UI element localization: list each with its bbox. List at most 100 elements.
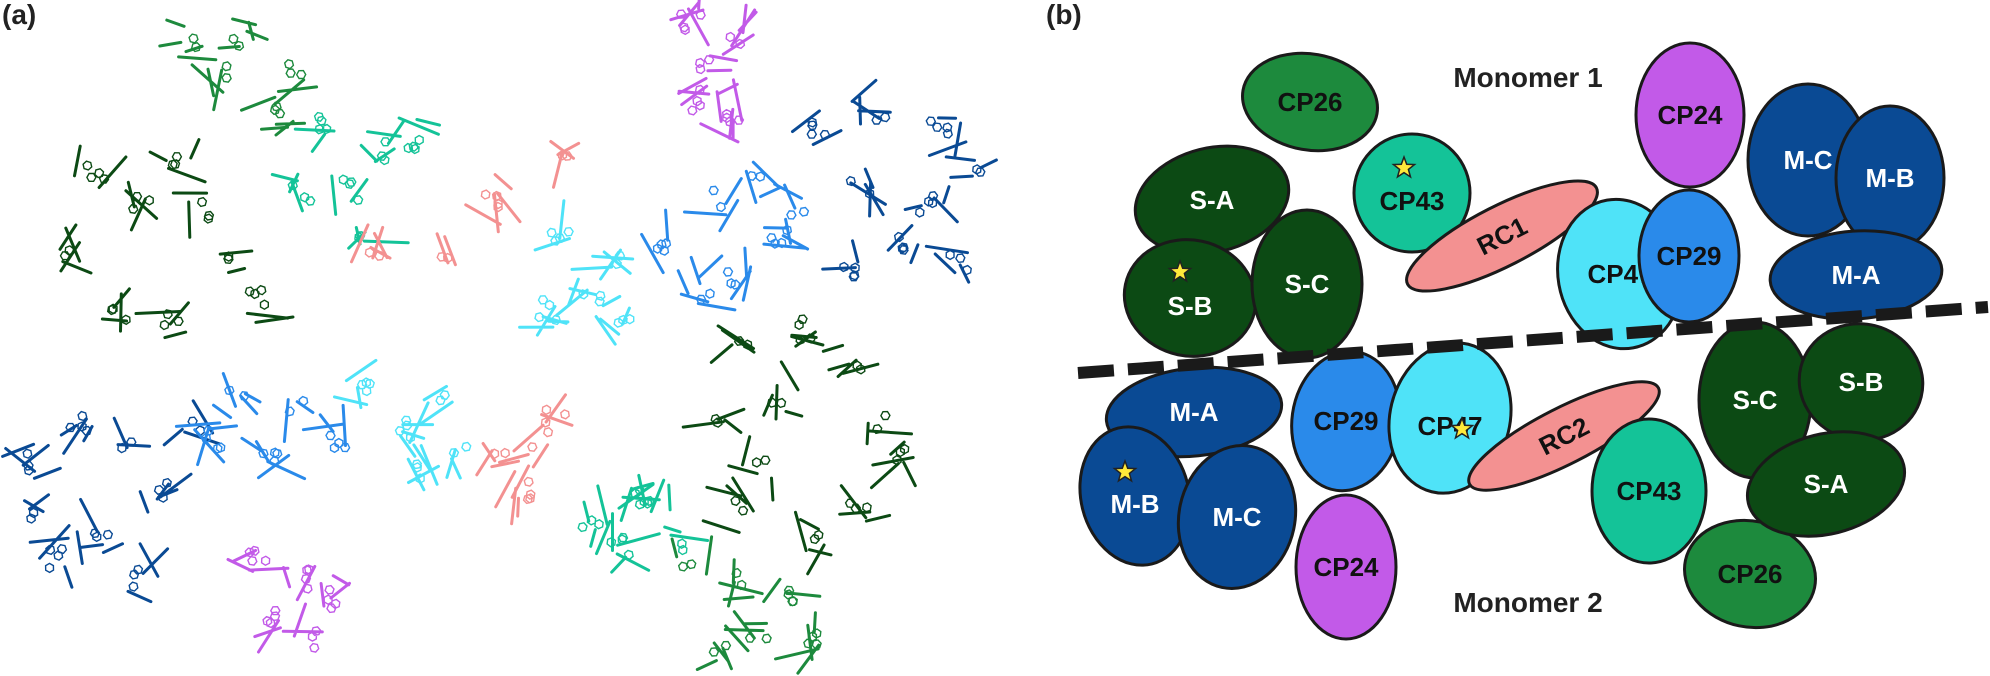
subunit-label: S-C [1285,269,1330,299]
subunit-ellipse [1352,132,1472,254]
pigment-stick-mark [293,127,336,153]
subunit-m-b-monomer-1: M-B [1834,104,1946,252]
subunit-ellipse [1467,380,1661,492]
pigment-stick-mark [330,174,369,216]
pigment-ring-mark [546,226,574,246]
star-icon [1391,154,1417,179]
subunit-ellipse [1745,430,1907,538]
pigment-stick-mark [418,384,454,426]
cluster-m-upper [791,78,998,284]
pigment-stick-mark [171,191,209,239]
subunit-label: M-B [1865,163,1914,193]
pigment-ring-mark [744,633,772,644]
pigment-stick-mark [73,144,128,189]
pigment-ring-mark [893,231,909,255]
subunit-label: CP26 [1277,87,1342,117]
subunit-label: CP43 [1379,186,1444,216]
subunit-s-b-monomer-1: S-B [1122,238,1258,358]
pigment-ring-mark [82,160,110,184]
pigment-stick-mark [217,17,269,50]
pigment-stick-mark [494,464,531,526]
pigment-stick-mark [226,549,290,573]
subunit-label: CP24 [1313,552,1379,582]
pigment-stick-mark [126,542,170,604]
subunit-cp47-monomer-2: CP47 [1387,341,1513,495]
subunit-ellipse [1637,188,1741,324]
subunit-label: S-B [1839,367,1884,397]
pigment-stick-mark [570,248,635,281]
pigment-ring-mark [26,507,39,524]
pigment-stick-mark [944,155,998,179]
pigment-stick-mark [762,360,804,421]
pigment-stick-mark [669,0,710,47]
panel-b-schematic-diagram: Monomer 1 Monomer 2 CP26S-AS-BS-CCP43RC1… [1077,41,1989,641]
pigment-stick-mark [555,277,597,317]
pigment-ring-mark [448,441,472,458]
pigment-stick-mark [773,182,803,210]
pigment-stick-mark [281,602,324,638]
pigment-stick-mark [838,484,892,523]
pigment-stick-mark [619,473,655,522]
pigment-stick-mark [821,239,860,271]
pigment-stick-mark [533,199,571,252]
pigment-stick-mark [670,535,714,576]
pigment-stick-mark [681,407,746,434]
pigment-stick-mark [148,138,207,184]
subunit-label: CP26 [1717,559,1782,589]
pigment-stick-mark [663,525,710,542]
pigment-stick-mark [865,421,913,446]
pigment-stick-mark [677,54,739,96]
pigment-ring-mark [751,455,771,468]
pigment-stick-mark [774,611,821,675]
pigment-ring-mark [925,116,953,139]
pigment-stick-mark [124,180,159,232]
cluster-s-upper [58,138,295,340]
pigment-stick-mark [397,116,441,136]
subunit-label: S-C [1733,385,1778,415]
subunit-label: M-A [1169,397,1218,427]
pigment-stick-mark [821,343,880,378]
pigment-stick-mark [270,172,304,213]
subunit-m-c-monomer-2: M-C [1176,444,1298,590]
panel-a-molecular-structure [1,0,998,675]
pigment-ring-mark [809,529,824,545]
pigment-stick-mark [435,232,457,267]
subunit-rc1-monomer-1: RC1 [1405,179,1599,293]
pigment-ring-mark [480,189,503,213]
pigment-stick-mark [683,177,743,233]
subunit-cp24-monomer-1: CP24 [1634,41,1746,189]
pigment-stick-mark [319,574,351,608]
cluster-rc-lower [475,393,574,526]
pigment-stick-mark [512,423,550,469]
cluster-s-lower [681,314,917,576]
pigment-stick-mark [359,119,406,163]
pigment-stick-mark [350,223,392,264]
subunit-cp43-monomer-2: CP43 [1590,417,1708,565]
cluster-cp43-lower [577,473,710,574]
pigment-stick-mark [23,493,50,514]
pigment-ring-mark [872,410,891,435]
pigment-stick-mark [245,311,295,324]
pigment-stick-mark [100,287,131,333]
pigment-stick-mark [701,476,755,534]
pigment-stick-mark [190,63,225,112]
pigment-stick-mark [640,208,670,275]
pigment-ring-mark [577,515,604,533]
subunit-label: CP29 [1656,241,1721,271]
pigment-stick-mark [794,510,833,576]
subunit-label: CP29 [1313,406,1378,436]
pigment-ring-mark [244,284,269,311]
pigment-ring-mark [786,206,810,220]
pigment-stick-mark [594,295,631,346]
subunit-s-a-monomer-1: S-A [1133,144,1291,256]
subunit-ellipse [1634,41,1746,189]
cluster-cp29-lower [174,372,351,481]
subunit-ellipse [1405,179,1599,293]
subunit-label: M-C [1783,145,1832,175]
pigment-ring-mark [323,584,341,614]
pigment-ring-mark [675,9,706,36]
pigment-stick-mark [282,564,317,602]
pigment-stick-mark [158,18,218,62]
pigment-stick-mark [253,619,282,654]
subunit-label: S-A [1804,469,1849,499]
